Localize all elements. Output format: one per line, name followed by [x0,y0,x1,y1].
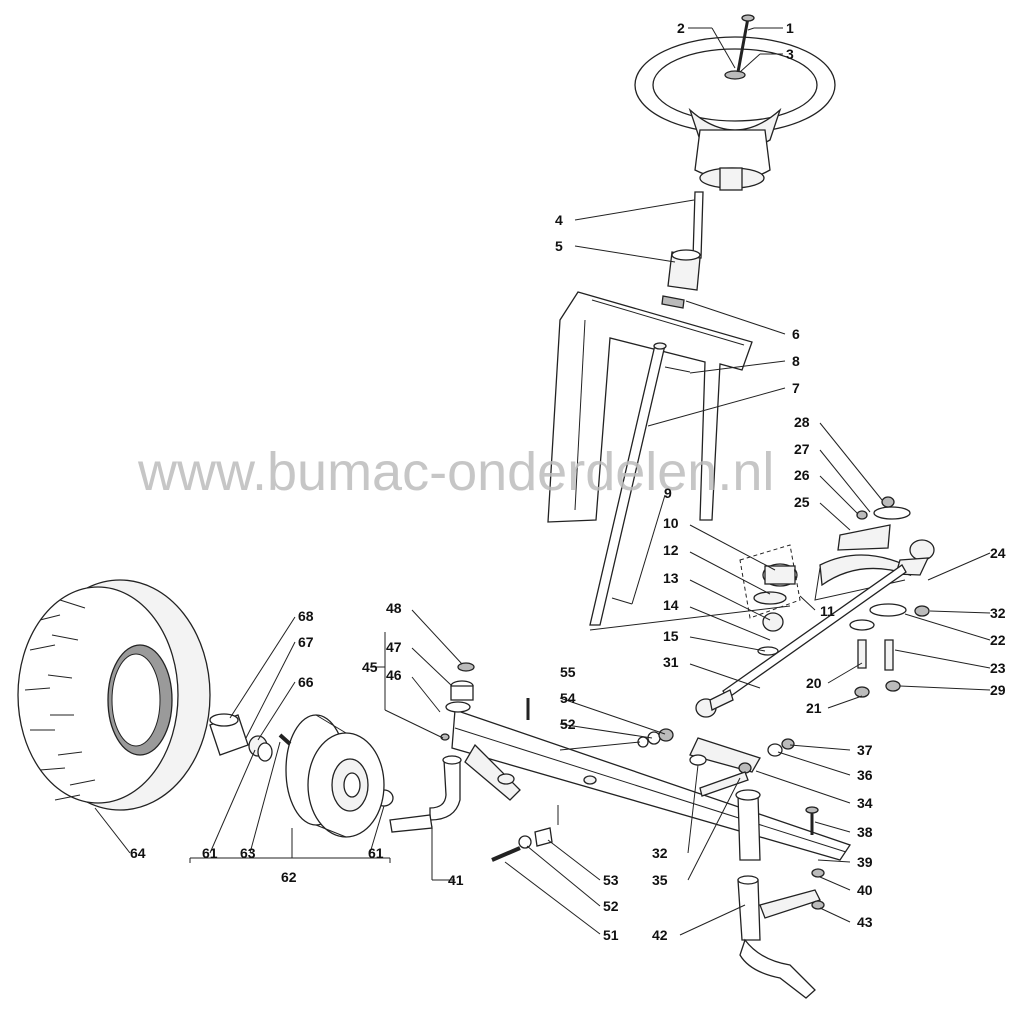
callout-48: 48 [386,600,402,616]
callout-66: 66 [298,674,314,690]
callout-32-lower: 32 [652,845,668,861]
callout-13: 13 [663,570,679,586]
callout-37: 37 [857,742,873,758]
right-spindle [735,789,825,999]
callout-64: 64 [130,845,146,861]
callout-11: 11 [820,603,835,619]
tire [17,579,211,811]
callout-15: 15 [663,628,679,644]
axle-bolts [491,698,819,862]
callout-7: 7 [792,380,800,396]
callout-6: 6 [792,326,800,342]
callout-22: 22 [990,632,1006,648]
callout-40: 40 [857,882,873,898]
steering-tube [589,342,691,626]
steering-arm [689,737,795,797]
callout-labels: 1 2 3 4 5 6 7 8 9 10 11 12 13 14 15 20 2… [130,20,1006,943]
callout-3: 3 [786,46,794,62]
steering-wheel [634,36,836,191]
callout-27: 27 [794,441,810,457]
callout-34: 34 [857,795,873,811]
callout-2: 2 [677,20,685,36]
callout-51: 51 [603,927,619,943]
callout-9: 9 [664,485,672,501]
hub-bearings [209,713,292,762]
callout-61-left: 61 [202,845,218,861]
callout-28: 28 [794,414,810,430]
callout-52-lower: 52 [603,898,619,914]
callout-24: 24 [990,545,1006,561]
callout-47: 47 [386,639,402,655]
callout-26: 26 [794,467,810,483]
callout-42: 42 [652,927,668,943]
watermark: www.bumac-onderdelen.nl [137,442,774,502]
callout-29: 29 [990,682,1006,698]
pivot-bushings [440,662,475,741]
callout-45: 45 [362,659,378,675]
callout-62: 62 [281,869,297,885]
callout-67: 67 [298,634,314,650]
callout-36: 36 [857,767,873,783]
callout-21: 21 [806,700,822,716]
callout-31: 31 [663,654,679,670]
callout-52-upper: 52 [560,716,576,732]
callout-41: 41 [448,872,464,888]
leader-lines [94,27,991,936]
callout-68: 68 [298,608,314,624]
callout-61-right: 61 [368,845,384,861]
callout-5: 5 [555,238,563,254]
callout-14: 14 [663,597,679,613]
callout-55: 55 [560,664,576,680]
callout-10: 10 [663,515,679,531]
callout-12: 12 [663,542,679,558]
wheel-rim [285,714,385,838]
callout-35: 35 [652,872,668,888]
callout-46: 46 [386,667,402,683]
callout-54: 54 [560,690,576,706]
sector-gear [739,544,912,656]
callout-8: 8 [792,353,800,369]
callout-23: 23 [990,660,1006,676]
callout-4: 4 [555,212,563,228]
tie-rod [695,564,907,718]
callout-25: 25 [794,494,810,510]
left-spindle [374,755,462,833]
callout-63: 63 [240,845,256,861]
steering-bolt [736,14,755,73]
column-frame [547,291,753,523]
pivot-plate [837,496,930,698]
callout-39: 39 [857,854,873,870]
callout-53: 53 [603,872,619,888]
steering-shaft [692,191,704,259]
tie-rod-end-upper [895,539,935,576]
callout-20: 20 [806,675,822,691]
callout-43: 43 [857,914,873,930]
callout-32-upper: 32 [990,605,1006,621]
callout-1: 1 [786,20,794,36]
callout-38: 38 [857,824,873,840]
shaft-bushing [661,249,701,309]
